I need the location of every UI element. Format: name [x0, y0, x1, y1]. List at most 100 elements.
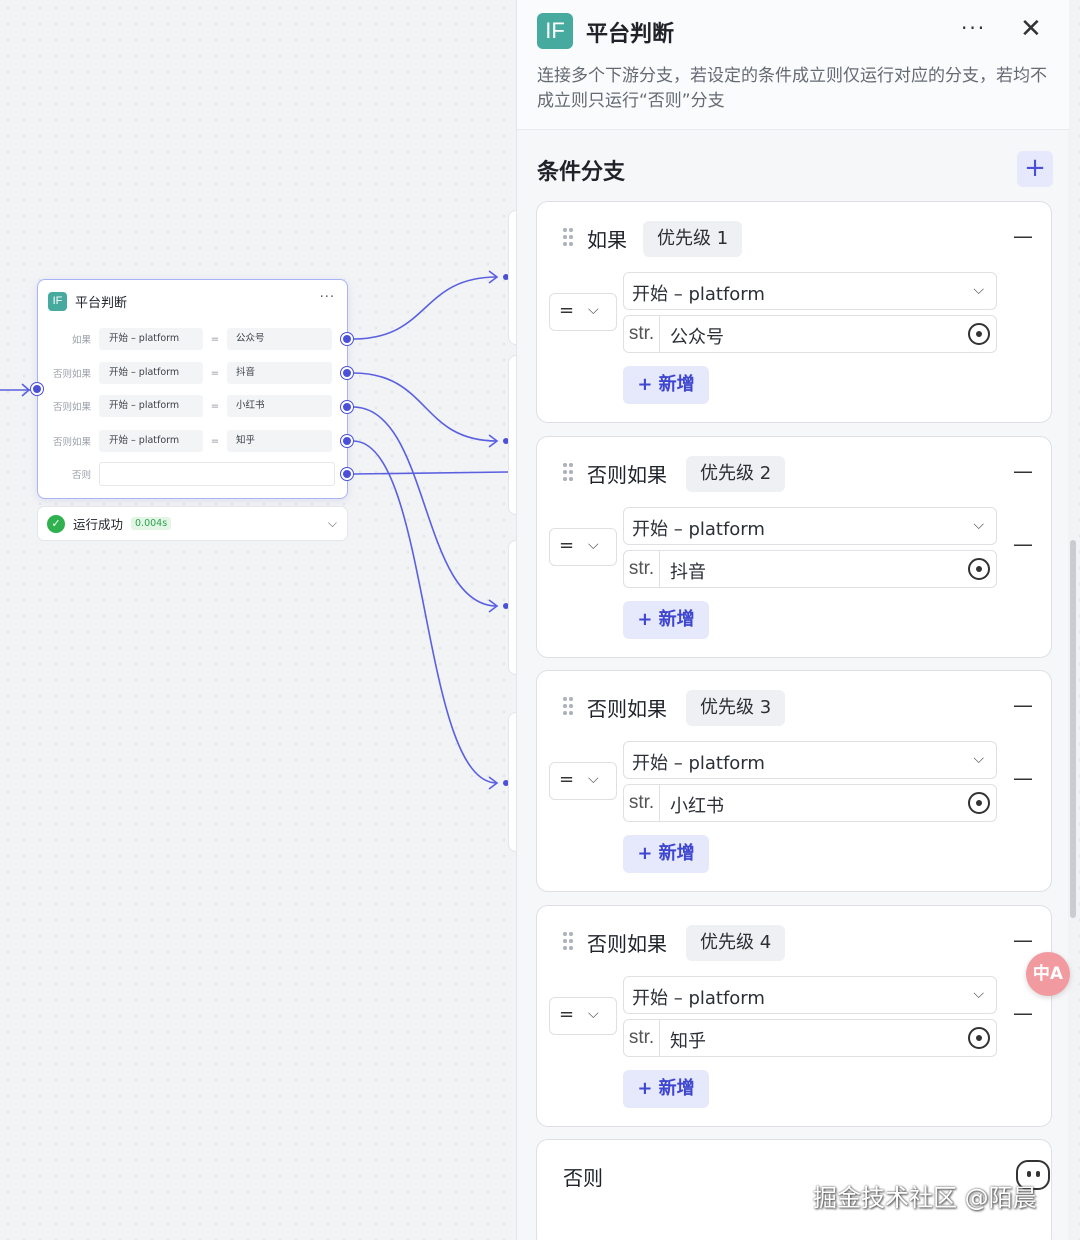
edge-else-if-2 [352, 406, 498, 607]
downstream-node-stub[interactable] [508, 210, 518, 345]
chevron-down-icon: ⌵ [973, 282, 984, 298]
node-row-value: 公众号 [227, 328, 332, 350]
node-row-variable: 开始 – platform [99, 328, 203, 350]
drag-handle-icon[interactable] [563, 932, 573, 952]
node-more-icon[interactable]: ··· [319, 290, 335, 305]
remove-branch-icon[interactable]: — [1013, 693, 1033, 717]
remove-condition-icon[interactable]: — [1013, 532, 1033, 556]
add-condition-button[interactable]: + 新增 [623, 1070, 709, 1108]
run-status-bar[interactable]: ✓ 运行成功 0.004s ⌵ [37, 506, 348, 541]
more-icon[interactable]: ··· [961, 16, 987, 40]
priority-badge: 优先级 2 [686, 456, 786, 492]
condition-branch: 如果 优先级 1 — = ⌵ 开始 – platform ⌵ str. 公众号 … [536, 201, 1052, 423]
variable-select[interactable]: 开始 – platform ⌵ [623, 741, 997, 779]
chevron-down-icon: ⌵ [973, 751, 984, 767]
compare-value: 抖音 [670, 562, 706, 583]
translate-icon[interactable]: 中A [1026, 952, 1070, 996]
output-port-if[interactable] [341, 333, 353, 345]
edge-arrow-2 [488, 434, 499, 448]
downstream-node-stub[interactable] [508, 355, 518, 515]
node-row-label: 否则如果 [52, 402, 91, 413]
operator-select[interactable]: = ⌵ [549, 762, 617, 800]
compare-value: 知乎 [670, 1031, 706, 1052]
panel-header: IF 平台判断 ··· ✕ 连接多个下游分支，若设定的条件成立则仅运行对应的分支… [517, 0, 1069, 130]
else-branch: 否则 [536, 1139, 1052, 1240]
edge-arrow-4 [488, 776, 499, 790]
if-node[interactable]: IF 平台判断 ··· 如果 开始 – platform = 公众号 否则如果 … [37, 279, 348, 499]
panel-title[interactable]: 平台判断 [586, 22, 675, 47]
variable-reference-icon[interactable] [968, 323, 990, 345]
branch-label: 否则如果 [587, 932, 667, 956]
success-check-icon: ✓ [47, 514, 65, 533]
target-port [503, 780, 509, 786]
edge-else-if-1 [352, 372, 498, 442]
remove-branch-icon[interactable]: — [1013, 459, 1033, 483]
compare-value-input[interactable]: str. 公众号 [623, 315, 997, 353]
variable-value: 开始 – platform [632, 988, 765, 1009]
node-row-label: 否则如果 [52, 369, 91, 380]
node-row-variable: 开始 – platform [99, 395, 203, 417]
variable-select[interactable]: 开始 – platform ⌵ [623, 507, 997, 545]
variable-value: 开始 – platform [632, 284, 765, 305]
drag-handle-icon[interactable] [563, 228, 573, 248]
branch-label: 否则如果 [587, 463, 667, 487]
operator-select[interactable]: = ⌵ [549, 528, 617, 566]
run-duration-badge: 0.004s [131, 517, 172, 530]
node-row-label: 如果 [71, 335, 91, 346]
chevron-down-icon[interactable]: ⌵ [327, 516, 337, 530]
compare-value-input[interactable]: str. 知乎 [623, 1019, 997, 1057]
output-port-else[interactable] [341, 468, 353, 480]
output-port-else-if-3[interactable] [341, 435, 353, 447]
remove-branch-icon[interactable]: — [1013, 224, 1033, 248]
output-port-else-if-1[interactable] [341, 367, 353, 379]
chevron-down-icon: ⌵ [973, 517, 984, 533]
add-condition-button[interactable]: + 新增 [623, 835, 709, 873]
remove-branch-icon[interactable]: — [1013, 928, 1033, 952]
drag-handle-icon[interactable] [563, 463, 573, 483]
input-port[interactable] [31, 383, 43, 395]
remove-condition-icon[interactable]: — [1013, 766, 1033, 790]
chatbot-icon[interactable] [1016, 1160, 1050, 1190]
operator-select[interactable]: = ⌵ [549, 293, 617, 331]
branch-label: 否则如果 [587, 697, 667, 721]
variable-select[interactable]: 开始 – platform ⌵ [623, 272, 997, 310]
node-row-value: 抖音 [227, 362, 332, 384]
value-type-label: str. [624, 316, 660, 352]
operator-select[interactable]: = ⌵ [549, 997, 617, 1035]
node-row-value: 小红书 [227, 395, 332, 417]
add-condition-button[interactable]: + 新增 [623, 366, 709, 404]
if-node-icon: IF [48, 291, 67, 311]
node-condition-row: 否则如果 开始 – platform = 知乎 [46, 429, 336, 453]
compare-value-input[interactable]: str. 抖音 [623, 550, 997, 588]
target-port [503, 438, 509, 444]
chevron-down-icon: ⌵ [588, 771, 599, 787]
variable-select[interactable]: 开始 – platform ⌵ [623, 976, 997, 1014]
edge-else-if-3 [352, 440, 498, 784]
downstream-node-stub[interactable] [508, 712, 518, 852]
branch-label: 如果 [587, 228, 627, 252]
value-type-label: str. [624, 551, 660, 587]
panel-scrollbar[interactable] [1070, 540, 1076, 918]
remove-condition-icon[interactable]: — [1013, 1001, 1033, 1025]
node-condition-row: 否则如果 开始 – platform = 抖音 [46, 361, 336, 385]
variable-reference-icon[interactable] [968, 558, 990, 580]
close-icon[interactable]: ✕ [1020, 14, 1042, 44]
operator-value: = [559, 535, 575, 556]
chevron-down-icon: ⌵ [588, 537, 599, 553]
watermark: 掘金技术社区 @陌晨 [813, 1184, 1037, 1212]
downstream-node-stub[interactable] [508, 540, 518, 675]
add-branch-button[interactable]: + [1017, 151, 1053, 187]
variable-reference-icon[interactable] [968, 1027, 990, 1049]
compare-value-input[interactable]: str. 小红书 [623, 784, 997, 822]
priority-badge: 优先级 1 [643, 221, 743, 257]
variable-reference-icon[interactable] [968, 792, 990, 814]
chevron-down-icon: ⌵ [588, 1006, 599, 1022]
node-row-variable: 开始 – platform [99, 430, 203, 452]
output-port-else-if-2[interactable] [341, 401, 353, 413]
priority-badge: 优先级 3 [686, 690, 786, 726]
drag-handle-icon[interactable] [563, 697, 573, 717]
add-condition-button[interactable]: + 新增 [623, 601, 709, 639]
node-row-variable: 开始 – platform [99, 362, 203, 384]
variable-value: 开始 – platform [632, 753, 765, 774]
